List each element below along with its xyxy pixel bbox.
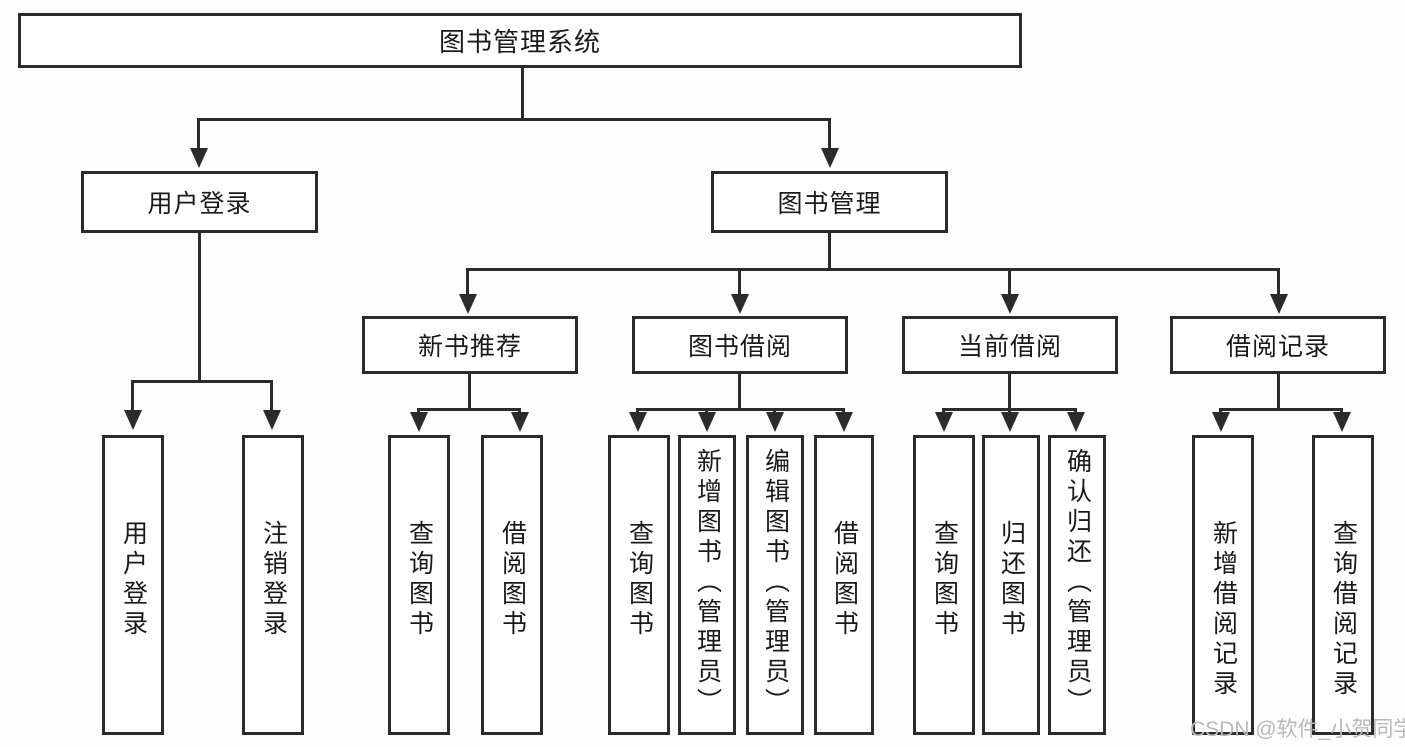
arrow-to-leaf-logout <box>263 410 281 430</box>
node-book-borrow[interactable]: 图书借阅 <box>632 316 848 374</box>
arrow-to-query-book-3 <box>935 412 953 432</box>
node-label: 查询图书 <box>625 520 654 640</box>
edge-drop-current-borrow <box>1008 268 1011 296</box>
node-label: 注销登录 <box>259 520 288 640</box>
node-user-login[interactable]: 用户登录 <box>81 171 318 233</box>
edge-level3-bus <box>466 268 1277 271</box>
arrow-to-add-book <box>698 412 716 432</box>
leaf-return-book[interactable]: 归还图书 <box>982 435 1040 735</box>
edge-borrow-record-stem <box>1277 374 1280 408</box>
arrow-to-new-book-rec <box>459 294 477 314</box>
leaf-query-book-current[interactable]: 查询图书 <box>913 435 975 735</box>
leaf-query-book-rec[interactable]: 查询图书 <box>388 435 450 735</box>
arrow-to-book-borrow <box>731 294 749 314</box>
edge-root-stem <box>521 68 524 118</box>
arrow-to-borrow-book-1 <box>511 412 529 432</box>
edge-user-login-bus <box>131 380 270 383</box>
node-label: 借阅图书 <box>498 520 527 640</box>
node-label: 查询图书 <box>405 520 434 640</box>
arrow-to-edit-book <box>766 412 784 432</box>
edge-drop-leaf-user-login <box>131 380 134 412</box>
arrow-to-user-login <box>190 148 208 168</box>
arrow-to-query-book-1 <box>410 412 428 432</box>
node-label: 用户登录 <box>147 190 252 218</box>
leaf-query-borrow-record[interactable]: 查询借阅记录 <box>1312 435 1374 735</box>
node-current-borrow[interactable]: 当前借阅 <box>902 316 1118 374</box>
leaf-borrow-book[interactable]: 借阅图书 <box>814 435 874 735</box>
arrow-to-add-borrow-record <box>1212 412 1230 432</box>
node-book-management[interactable]: 图书管理 <box>711 171 948 233</box>
leaf-user-login[interactable]: 用户登录 <box>102 435 164 735</box>
node-label: 当前借阅 <box>957 333 1062 361</box>
node-label: 新增借阅记录 <box>1209 520 1238 700</box>
node-new-book-recommend[interactable]: 新书推荐 <box>362 316 578 374</box>
node-label: 查询借阅记录 <box>1329 520 1358 700</box>
node-label: 借阅记录 <box>1225 333 1330 361</box>
leaf-logout[interactable]: 注销登录 <box>242 435 304 735</box>
node-label: 编辑图书（管理员） <box>761 448 790 718</box>
leaf-edit-book-admin[interactable]: 编辑图书（管理员） <box>746 435 804 735</box>
node-label: 新增图书（管理员） <box>693 448 722 718</box>
watermark-text: CSDN @软件_小贺同学 <box>1190 718 1405 741</box>
edge-drop-book-manage <box>828 118 831 151</box>
edge-current-borrow-stem <box>1008 374 1011 408</box>
node-label: 归还图书 <box>997 520 1026 640</box>
node-label: 图书管理系统 <box>438 27 601 57</box>
edge-book-borrow-bus <box>636 408 844 411</box>
leaf-query-book-borrow[interactable]: 查询图书 <box>608 435 670 735</box>
node-label: 确认归还（管理员） <box>1063 448 1092 718</box>
node-borrow-record[interactable]: 借阅记录 <box>1170 316 1386 374</box>
edge-borrow-record-bus <box>1219 408 1343 411</box>
edge-new-book-rec-bus <box>417 408 521 411</box>
node-label: 查询图书 <box>930 520 959 640</box>
edge-new-book-rec-stem <box>468 374 471 408</box>
arrow-to-book-manage <box>821 148 839 168</box>
arrow-to-borrow-record <box>1270 294 1288 314</box>
edge-drop-borrow-record <box>1277 268 1280 296</box>
arrow-to-return-book <box>1001 412 1019 432</box>
node-label: 借阅图书 <box>830 520 859 640</box>
node-root-system[interactable]: 图书管理系统 <box>18 13 1022 68</box>
arrow-to-leaf-user-login <box>124 410 142 430</box>
edge-root-bus <box>197 118 831 121</box>
node-label: 图书管理 <box>777 190 882 218</box>
leaf-add-borrow-record[interactable]: 新增借阅记录 <box>1192 435 1254 735</box>
node-label: 用户登录 <box>119 520 148 640</box>
leaf-confirm-return-admin[interactable]: 确认归还（管理员） <box>1048 435 1106 735</box>
edge-drop-new-book-rec <box>466 268 469 296</box>
arrow-to-confirm-return <box>1067 412 1085 432</box>
edge-drop-book-borrow <box>738 268 741 296</box>
node-label: 新书推荐 <box>417 333 522 361</box>
arrow-to-query-borrow-record <box>1333 412 1351 432</box>
leaf-add-book-admin[interactable]: 新增图书（管理员） <box>678 435 736 735</box>
arrow-to-query-book-2 <box>629 412 647 432</box>
node-label: 图书借阅 <box>687 333 792 361</box>
edge-user-login-stem <box>198 233 201 380</box>
arrow-to-borrow-book-2 <box>835 412 853 432</box>
leaf-borrow-book-rec[interactable]: 借阅图书 <box>481 435 543 735</box>
edge-drop-user-login <box>197 118 200 151</box>
edge-book-borrow-stem <box>738 374 741 408</box>
edge-drop-leaf-logout <box>270 380 273 412</box>
edge-book-manage-stem <box>828 233 831 268</box>
arrow-to-current-borrow <box>1001 294 1019 314</box>
